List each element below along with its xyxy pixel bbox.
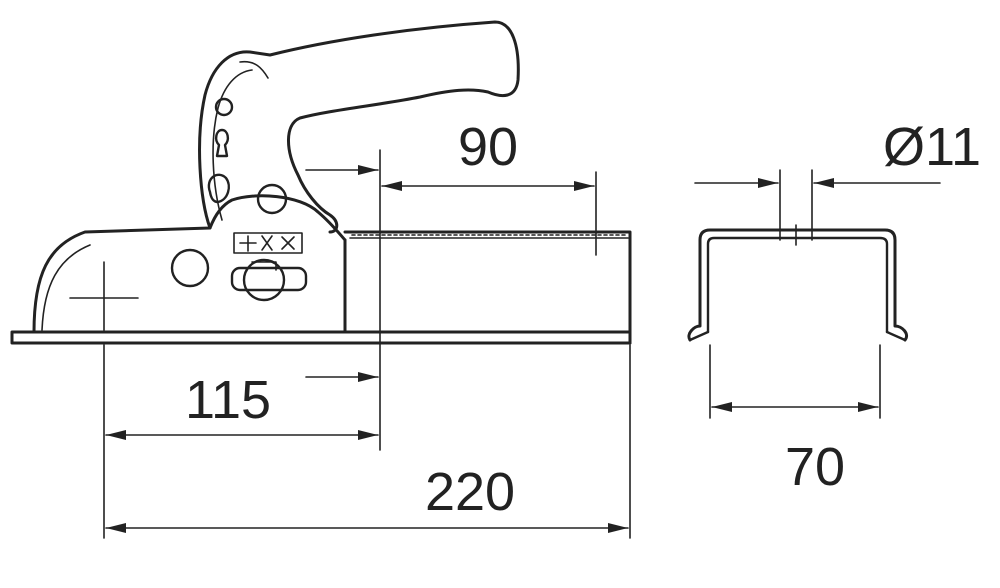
u-profile-outer	[687, 228, 909, 342]
release-lever	[198, 20, 520, 234]
section-view-dimensions: Ø11 70	[694, 117, 981, 497]
ball-centre-mark	[69, 261, 139, 331]
profile-section-view	[687, 228, 909, 342]
locking-knob	[230, 258, 308, 302]
dim-label-220: 220	[425, 462, 515, 522]
dim-label-115: 115	[185, 370, 271, 430]
dim-label-hole-diameter: Ø11	[883, 117, 981, 177]
base-flange	[10, 330, 632, 345]
safety-indicator	[233, 232, 303, 254]
side-view-dimensions: 90 115 220	[103, 117, 631, 539]
lever-hole-upper	[214, 97, 234, 117]
coupling-side-view	[10, 20, 632, 345]
drawbar-tube	[343, 230, 632, 345]
lever-cam	[207, 173, 230, 204]
coupling-head	[32, 194, 347, 334]
dim-label-90: 90	[458, 117, 518, 177]
pivot-bolt	[256, 183, 288, 215]
dim-label-70: 70	[785, 437, 845, 497]
lever-keyhole	[214, 128, 230, 158]
u-profile-inner	[706, 236, 889, 334]
body-rivet	[170, 248, 210, 288]
